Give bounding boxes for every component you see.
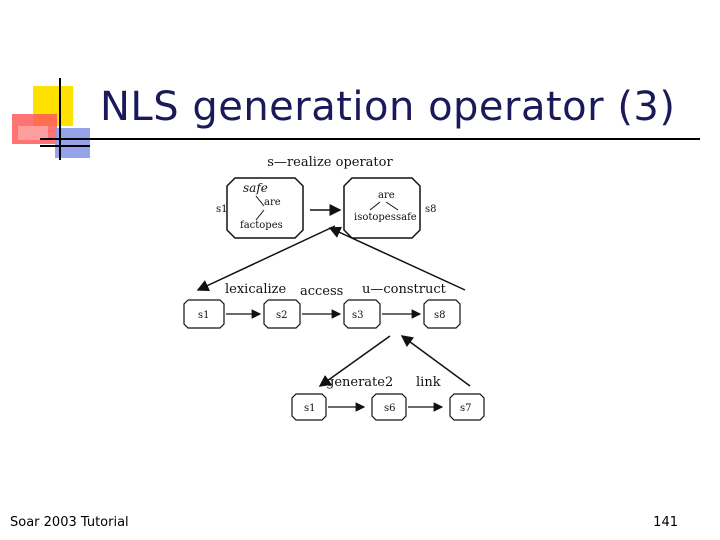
row2-label-u-construct: u—construct (362, 282, 447, 297)
row3-box-s1 (291, 393, 327, 421)
row2-box-s8 (423, 299, 461, 329)
logo-pink-block (18, 126, 48, 140)
row2-box-s2 (263, 299, 301, 329)
top-right-right: safe (396, 212, 417, 223)
top-left-edge: are (264, 197, 281, 208)
top-left-head: safe (243, 181, 268, 195)
row3-state-s6: s6 (384, 403, 396, 414)
slide-logo (12, 78, 90, 160)
top-left-state-box (226, 177, 304, 239)
top-left-leaf: factopes (240, 220, 283, 231)
operator-diagram: s—realize operator s1 safe are factopes … (183, 155, 485, 421)
row3-state-s1: s1 (304, 403, 316, 414)
row2-box-s1 (183, 299, 225, 329)
up-arrow-row3 (400, 335, 471, 387)
row3-box-s6 (371, 393, 407, 421)
row2-label-access: access (300, 284, 343, 299)
row2-state-s3: s3 (352, 310, 364, 321)
down-arrow-row3 (318, 335, 391, 387)
diagram-top-label: s—realize operator (267, 155, 393, 170)
top-right-left: isotopes (354, 212, 396, 223)
top-left-edge-line (255, 195, 265, 207)
page-number: 141 (653, 515, 678, 530)
top-left-leaf-line (255, 209, 265, 221)
title-divider (40, 138, 700, 140)
top-right-state-name: s8 (425, 204, 437, 215)
top-right-edge-line-right (385, 201, 399, 211)
row3-label-generate2: generate2 (326, 375, 393, 390)
row2-state-s8: s8 (434, 310, 446, 321)
row2-box-s3 (343, 299, 381, 329)
row2-label-lexicalize: lexicalize (225, 282, 287, 297)
row3-box-s7 (449, 393, 485, 421)
footer-left-text: Soar 2003 Tutorial (10, 515, 129, 530)
page-title: NLS generation operator (3) (100, 84, 676, 130)
row2-state-s1: s1 (198, 310, 210, 321)
top-left-state-name: s1 (216, 204, 228, 215)
row3-state-s7: s7 (460, 403, 472, 414)
top-right-edge-line-left (369, 201, 381, 211)
row3-label-link: link (416, 375, 441, 390)
row2-state-s2: s2 (276, 310, 288, 321)
top-right-edge: are (378, 190, 395, 201)
up-arrow-right (328, 226, 466, 291)
top-right-state-box (343, 177, 421, 239)
down-arrow-left (196, 225, 336, 291)
